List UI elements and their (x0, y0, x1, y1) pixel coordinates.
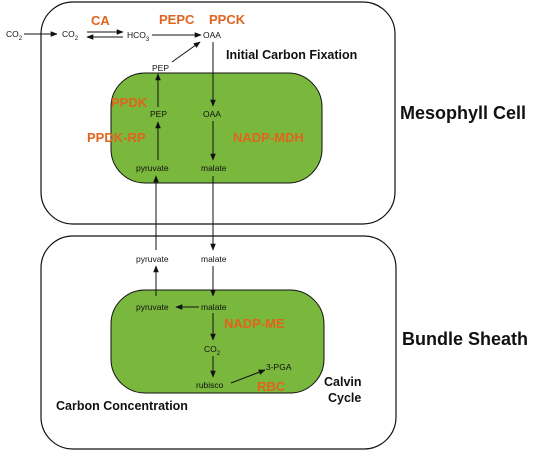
rubisco-arrow (230, 369, 266, 384)
calvin-cycle-label-1: Calvin (324, 375, 362, 389)
malate-meso-chloro-label: malate (201, 163, 227, 173)
carbon-concentration-label: Carbon Concentration (56, 399, 188, 413)
enzyme-ppdk: PPDK (111, 95, 148, 110)
enzyme-ppck: PPCK (209, 12, 246, 27)
mesophyll-cell-label: Mesophyll Cell (400, 103, 526, 123)
enzyme-nadp-mdh: NADP-MDH (233, 130, 304, 145)
malate-bs-cytosol-label: malate (201, 254, 227, 264)
mesophyll-chloroplast (110, 72, 323, 184)
pep-to-oaa-arrow (171, 41, 201, 63)
enzyme-nadp-me: NADP-ME (224, 316, 285, 331)
initial-fixation-label: Initial Carbon Fixation (226, 48, 357, 62)
pyruvate-bs-cytosol-label: pyruvate (136, 254, 169, 264)
oaa-chloro-label: OAA (203, 109, 221, 119)
co2-cytosol-label: CO2 (62, 29, 79, 42)
oaa-cytosol-label: OAA (203, 30, 221, 40)
hco3-label: HCO3 (127, 30, 150, 43)
pga-label: 3-PGA (266, 362, 292, 372)
rubisco-label: rubisco (196, 380, 224, 390)
pyruvate-bs-chloro-label: pyruvate (136, 302, 169, 312)
enzyme-ppdk-rp: PPDK-RP (87, 130, 146, 145)
calvin-cycle-label-2: Cycle (328, 391, 361, 405)
enzyme-rbc: RBC (257, 379, 286, 394)
pyruvate-meso-chloro-label: pyruvate (136, 163, 169, 173)
enzyme-ca: CA (91, 13, 110, 28)
co2-bs-label: CO2 (204, 344, 221, 357)
enzyme-pepc: PEPC (159, 12, 195, 27)
bundle-sheath-chloroplast (110, 289, 325, 394)
co2-outside-label: CO2 (6, 29, 23, 42)
malate-bs-chloro-label: malate (201, 302, 227, 312)
pep-cytosol-label: PEP (152, 63, 169, 73)
bundle-sheath-label: Bundle Sheath (402, 329, 528, 349)
pep-chloro-label: PEP (150, 109, 167, 119)
